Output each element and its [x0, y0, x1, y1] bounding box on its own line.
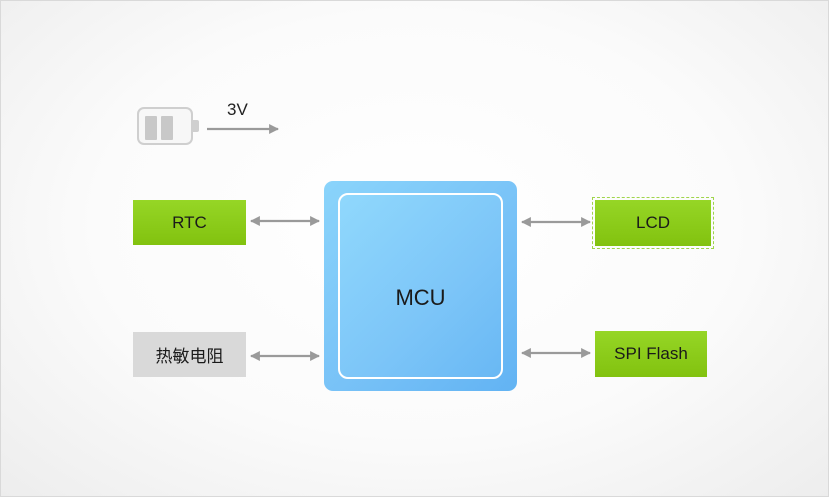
battery-body: [137, 107, 193, 145]
thermistor-block: 热敏电阻: [133, 332, 246, 377]
rtc-block: RTC: [133, 200, 246, 245]
mcu-inner-frame: MCU: [338, 193, 503, 379]
battery-terminal: [193, 120, 199, 132]
mcu-label: MCU: [395, 285, 446, 310]
battery-cell: [145, 116, 157, 140]
battery-icon: [137, 107, 199, 145]
mcu-block: MCU: [324, 181, 517, 391]
spi-flash-block: SPI Flash: [595, 331, 707, 377]
battery-cell: [161, 116, 173, 140]
voltage-label: 3V: [227, 100, 248, 119]
lcd-block: LCD: [592, 197, 714, 249]
